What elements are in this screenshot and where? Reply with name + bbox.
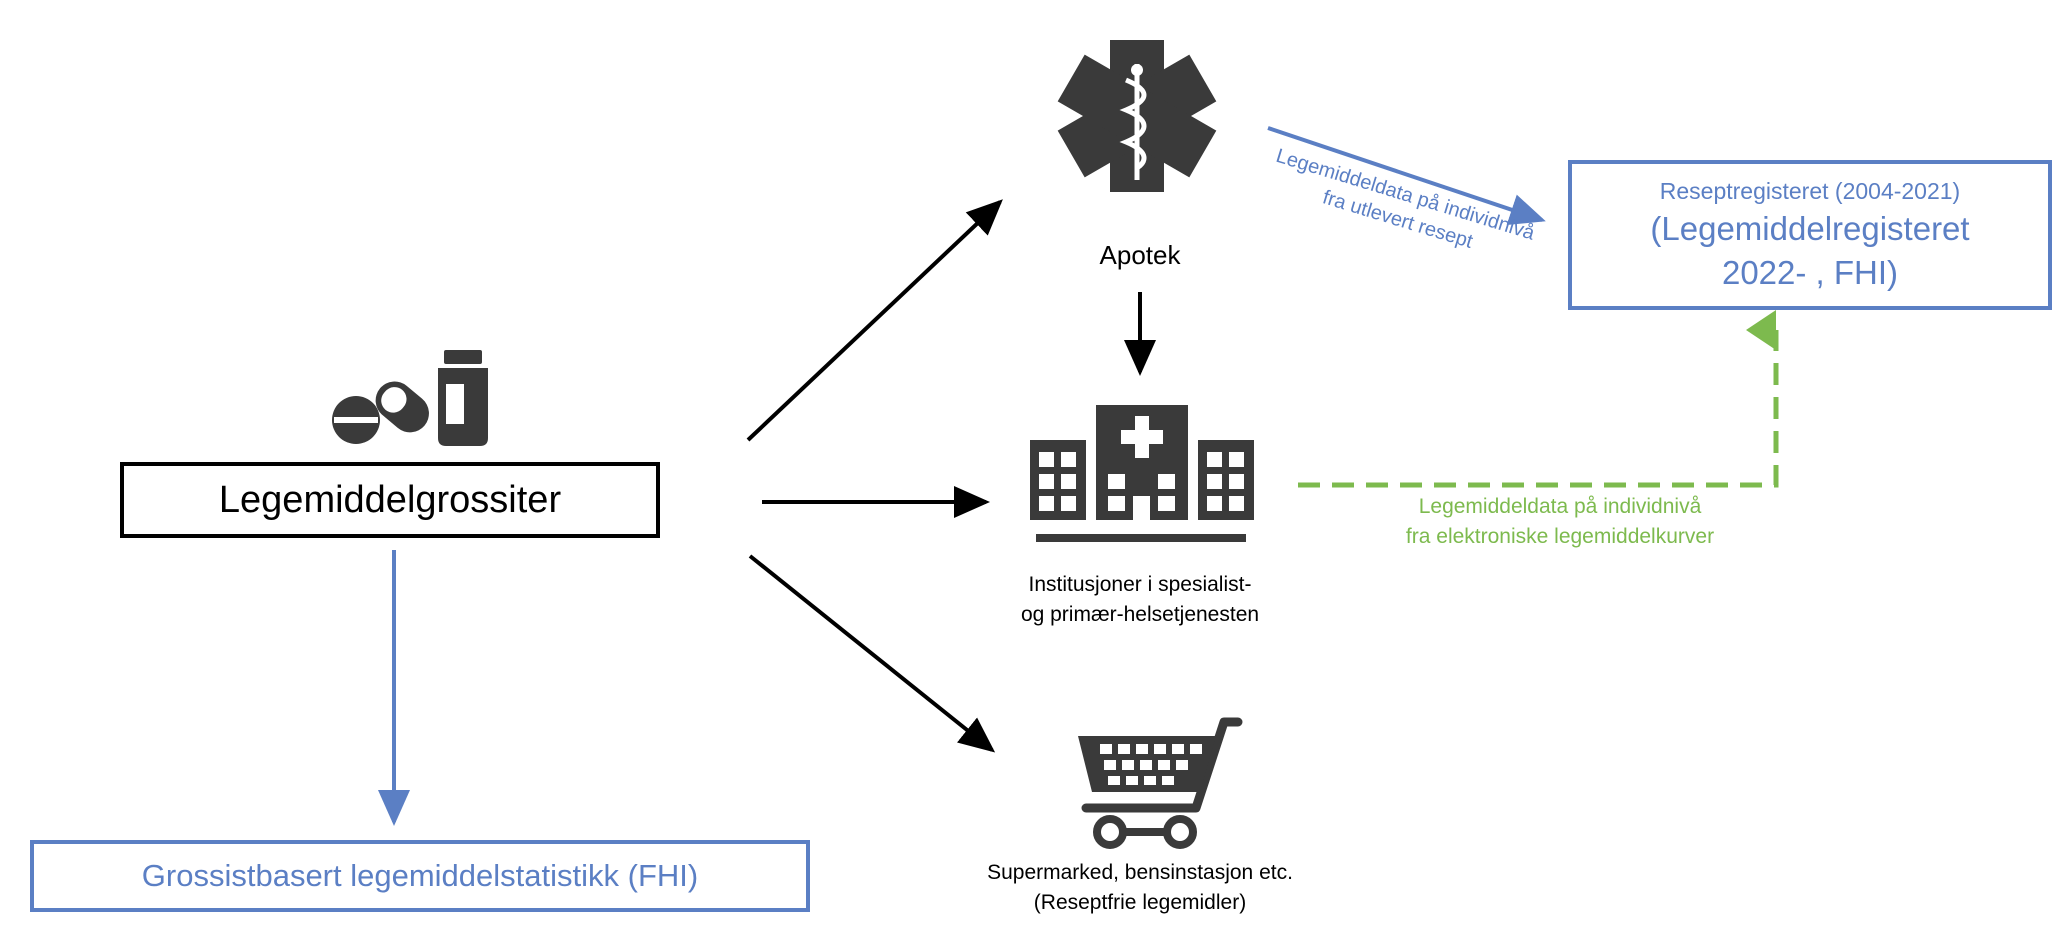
wholesale-stats-label: Grossistbasert legemiddelstatistikk (FHI… — [141, 858, 699, 893]
edge-label-institutions-registry: Legemiddeldata på individnivå fra elektr… — [1350, 492, 1770, 552]
wholesaler-box: Legemiddelgrossiter — [120, 462, 660, 538]
prescription-registry-subtitle-2: 2022- , FHI) — [1721, 254, 1899, 291]
edge-label-institutions-registry-line2: fra elektroniske legemiddelkurver — [1405, 525, 1715, 548]
prescription-registry-subtitle-1: (Legemiddelregisteret — [1650, 210, 1970, 247]
prescription-registry-box: Reseptregisteret (2004-2021) (Legemiddel… — [1568, 160, 2052, 310]
arrow-wholesaler-to-pharmacy — [746, 199, 1003, 442]
wholesale-stats-box: Grossistbasert legemiddelstatistikk (FHI… — [30, 840, 810, 912]
arrow-wholesaler-to-retail — [748, 554, 996, 753]
institutions-label-line2: og primær-helsetjenesten — [1020, 603, 1260, 626]
pills-and-bottle-icon — [332, 350, 488, 446]
hospital-icon — [1030, 405, 1254, 542]
star-of-life-icon — [1057, 40, 1217, 192]
institutions-label: Institusjoner i spesialist- og primær-he… — [980, 570, 1300, 630]
edge-label-institutions-registry-line1: Legemiddeldata på individnivå — [1418, 495, 1702, 518]
retail-label-line1: Supermarked, bensinstasjon etc. — [987, 861, 1293, 884]
arrow-institutions-to-registry — [1298, 310, 1779, 488]
prescription-registry-title: Reseptregisteret (2004-2021) — [1659, 178, 1961, 204]
pharmacy-label: Apotek — [1099, 240, 1181, 270]
retail-label-line2: (Reseptfrie legemidler) — [1033, 891, 1247, 914]
arrow-pharmacy-to-registry — [1267, 126, 1546, 225]
institutions-label-line1: Institusjoner i spesialist- — [1028, 573, 1252, 596]
wholesaler-label: Legemiddelgrossiter — [218, 478, 562, 521]
shopping-cart-icon — [1078, 717, 1243, 849]
edge-label-pharmacy-registry: Legemiddeldata på individnivå fra utleve… — [1273, 145, 1538, 253]
retail-label: Supermarked, bensinstasjon etc. (Reseptf… — [940, 858, 1340, 918]
